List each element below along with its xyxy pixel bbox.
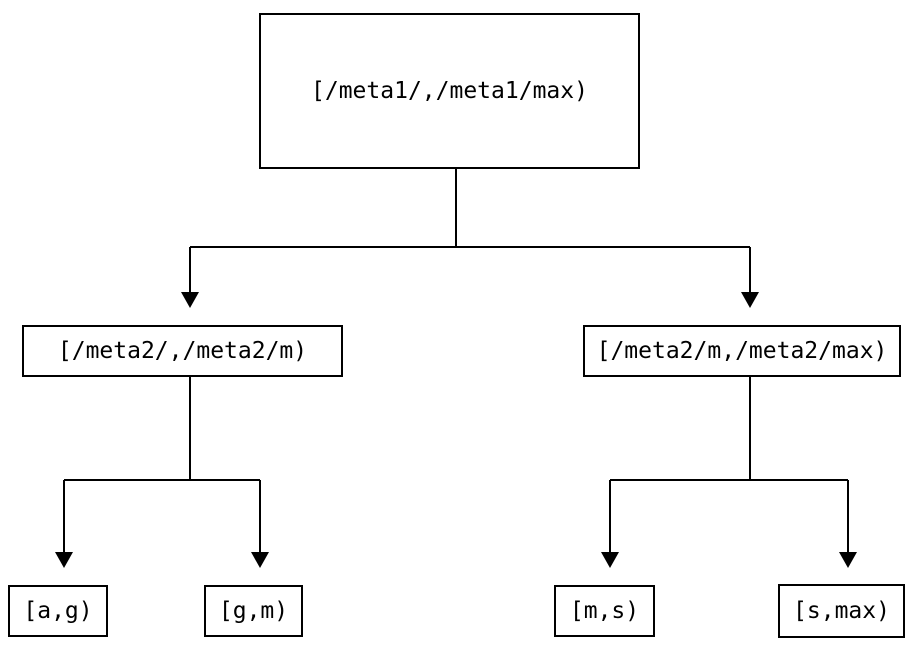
edge-root-children	[181, 169, 759, 308]
node-right-label: [/meta2/m,/meta2/max)	[596, 338, 888, 364]
node-right-right-label: [s,max)	[793, 598, 890, 624]
node-right-left: [m,s)	[554, 585, 655, 637]
node-left-label: [/meta2/,/meta2/m)	[57, 338, 308, 364]
edge-left-children	[55, 377, 269, 568]
node-left-right-label: [g,m)	[218, 598, 289, 624]
node-left-left-label: [a,g)	[23, 598, 93, 624]
node-root: [/meta1/,/meta1/max)	[259, 13, 640, 169]
edge-right-children	[601, 377, 857, 568]
node-left-left: [a,g)	[8, 585, 108, 637]
node-right: [/meta2/m,/meta2/max)	[583, 325, 901, 377]
arrow-down-icon	[181, 292, 199, 308]
node-right-left-label: [m,s)	[569, 598, 640, 624]
arrow-down-icon	[251, 552, 269, 568]
node-right-right: [s,max)	[778, 584, 905, 638]
arrow-down-icon	[741, 292, 759, 308]
arrow-down-icon	[839, 552, 857, 568]
node-left: [/meta2/,/meta2/m)	[22, 325, 343, 377]
arrow-down-icon	[601, 552, 619, 568]
node-root-label: [/meta1/,/meta1/max)	[311, 78, 588, 104]
arrow-down-icon	[55, 552, 73, 568]
node-left-right: [g,m)	[204, 585, 303, 637]
